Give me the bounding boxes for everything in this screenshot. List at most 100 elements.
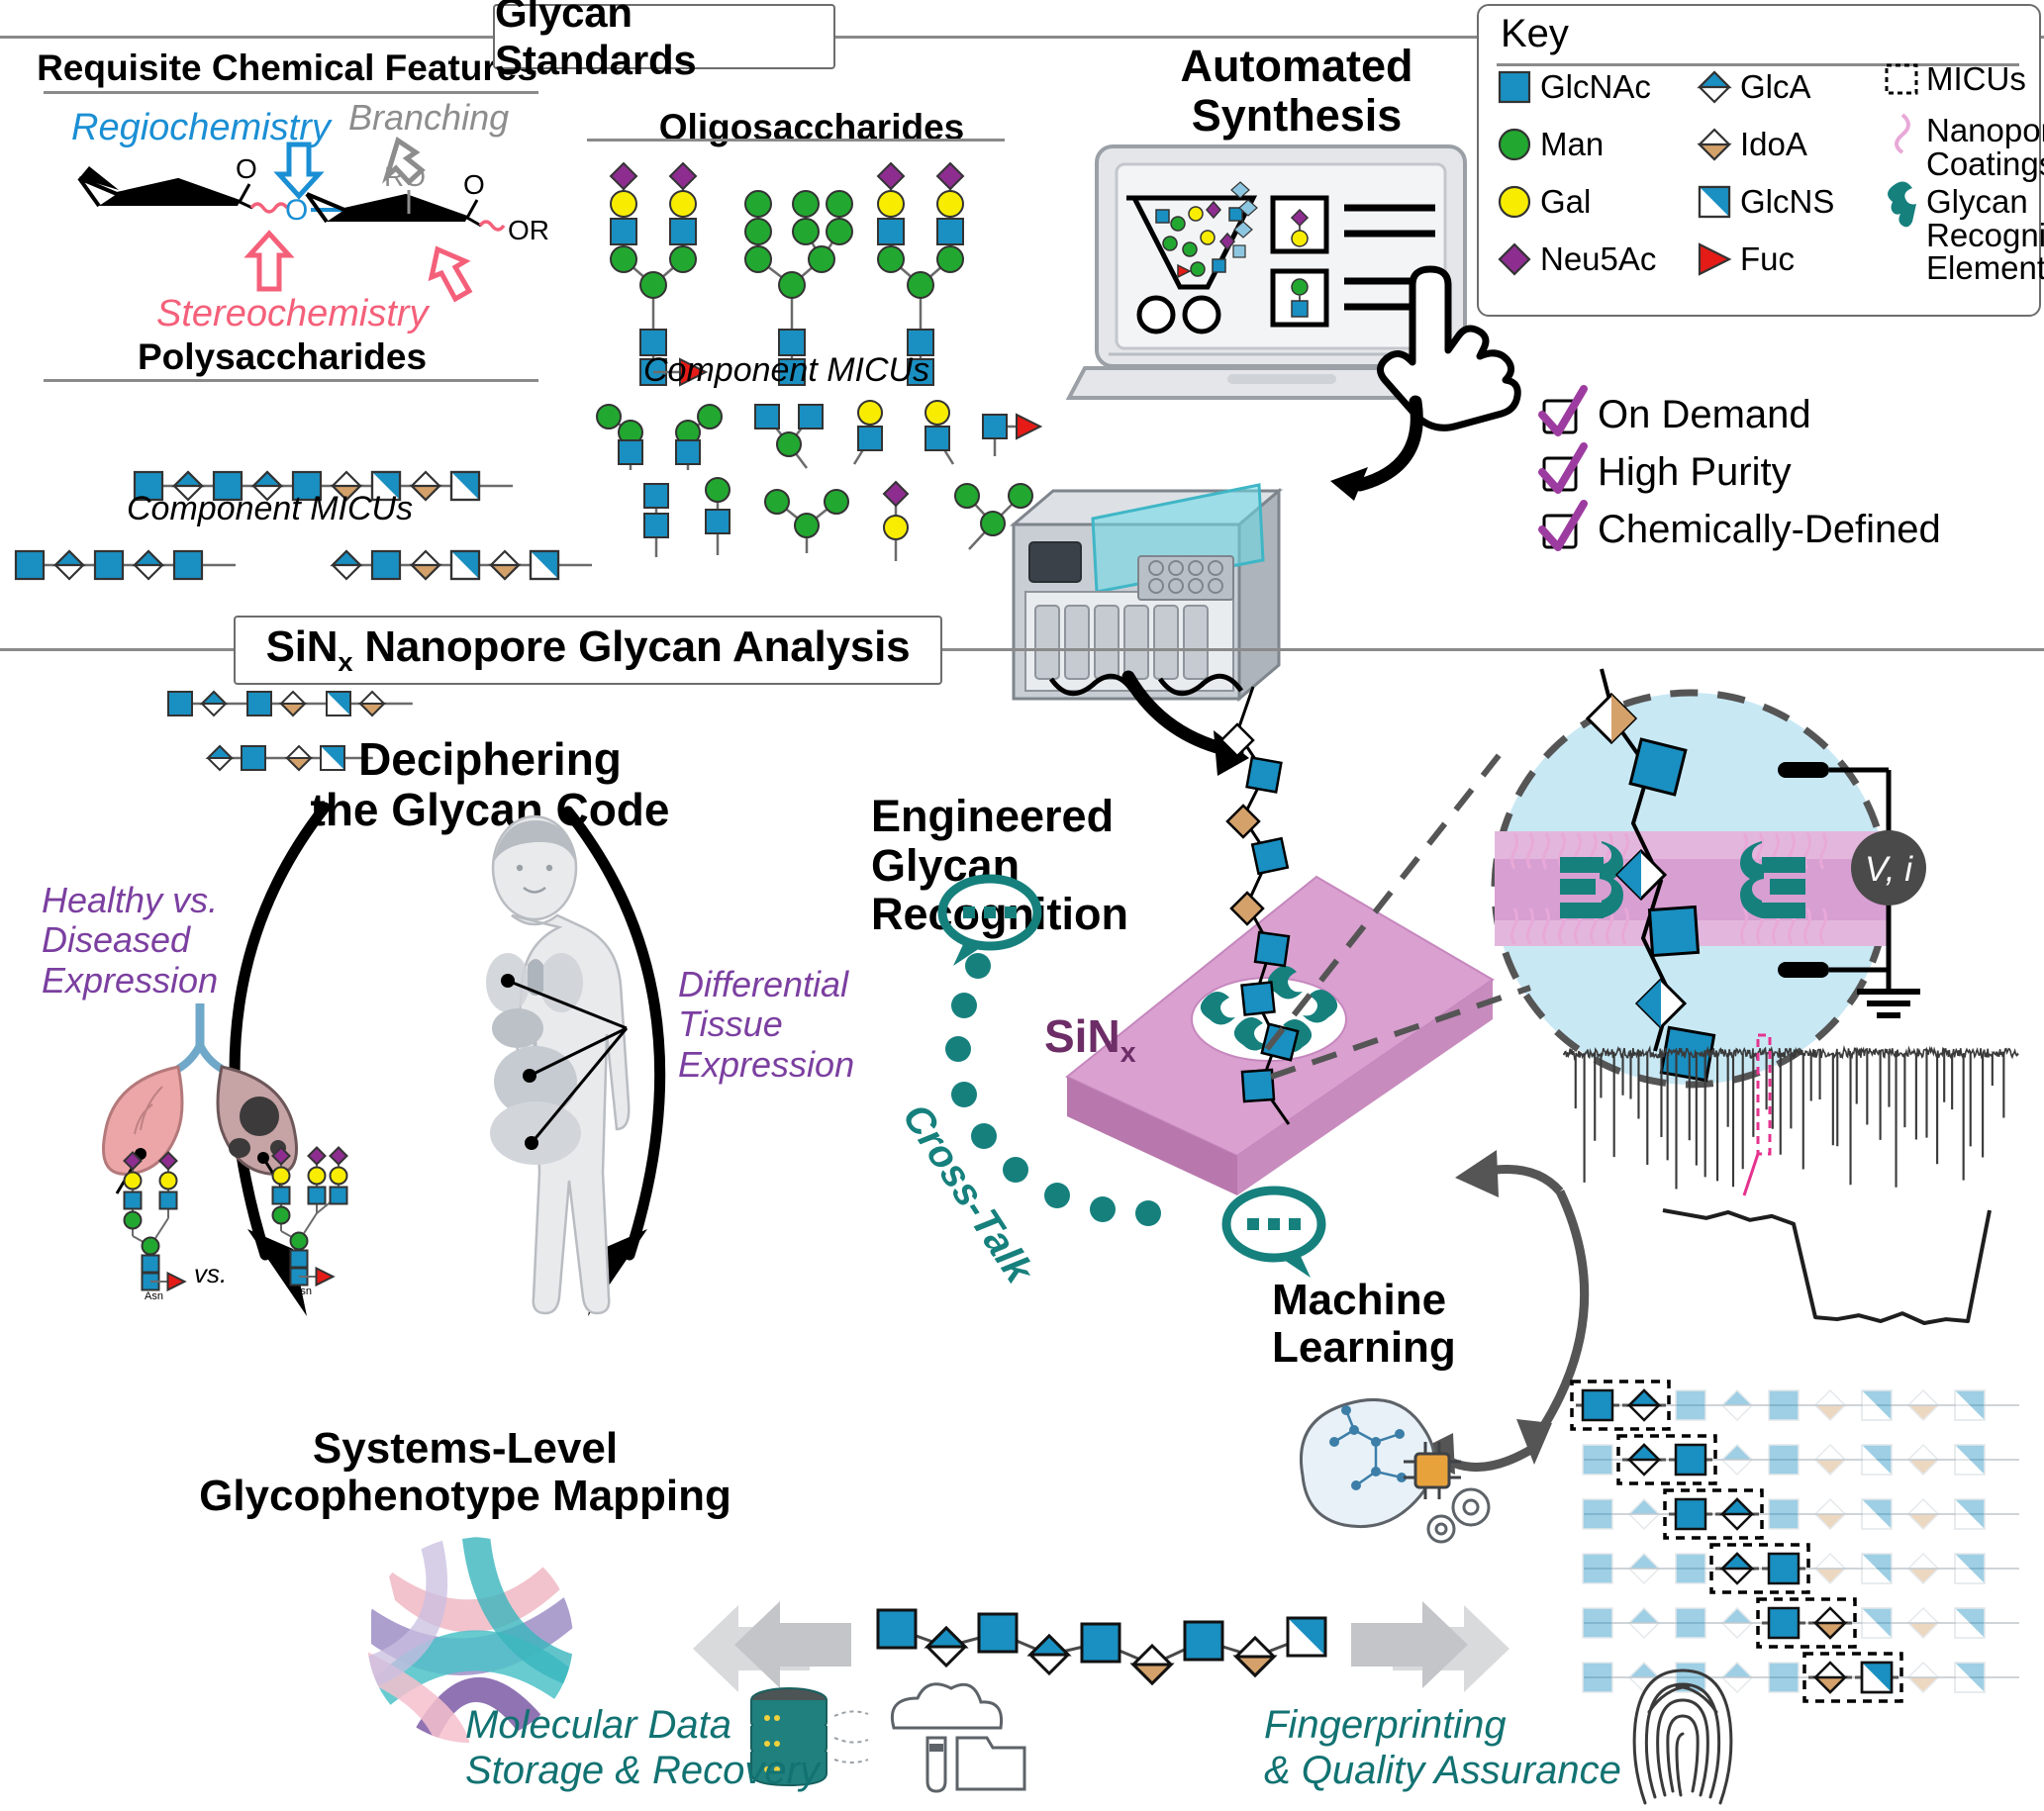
vs-label: vs.: [194, 1259, 228, 1288]
diseased-glycan-structure: Asn: [247, 1138, 356, 1297]
polysaccharide-chain: [129, 463, 525, 509]
oligo-micu-motif: [840, 395, 910, 474]
healthy-vs-diseased-caption: Healthy vs. Diseased Expression: [42, 880, 219, 1001]
key-item-label: Glycan Recognition Elements: [1926, 183, 2044, 287]
bottom-divider: [0, 648, 2044, 651]
polysaccharide-micu: [243, 683, 343, 724]
idoa-icon: [1695, 125, 1738, 164]
gal-icon: [1495, 182, 1538, 222]
oligo-micu-motif: [945, 482, 1054, 561]
polysaccharide-chains: [0, 386, 592, 584]
molecular-data-caption: Molecular Data Storage & Recovery: [465, 1703, 820, 1793]
bottom-glycan-chain: [871, 1593, 1346, 1712]
key-item-man: Man: [1495, 125, 1605, 164]
nanopore-zoom-inset: V, i: [1485, 668, 1960, 1098]
checkbox-checked-icon[interactable]: [1536, 500, 1590, 557]
checklist-item-on-demand[interactable]: On Demand: [1536, 385, 1933, 443]
checklist-item-label: Chemically-Defined: [1598, 507, 1941, 551]
regiochemistry-label: Regiochemistry: [71, 107, 331, 148]
checklist-item-label: On Demand: [1598, 392, 1811, 436]
polysaccharide-micu: [163, 683, 264, 724]
polysaccharide-micus: [0, 386, 574, 772]
key-item-label: MICUs: [1926, 60, 2026, 97]
arrow-laptop-to-synthesizer: [1277, 395, 1435, 524]
oligosaccharide-high-mannose: [723, 148, 861, 386]
differential-tissue-caption: Differential Tissue Expression: [678, 964, 855, 1085]
glycan-standards-banner: Glycan Standards: [493, 0, 835, 83]
trace-svg: [1563, 1033, 2019, 1196]
key-item-gal: Gal: [1495, 182, 1592, 222]
key-item-label: Nanopore Coatings: [1926, 112, 2044, 182]
sinx-membrane-subscript: x: [1119, 1037, 1136, 1070]
healthy-glycan-structure: Asn: [99, 1143, 208, 1302]
glcnac-icon: [1495, 67, 1538, 107]
key-title: Key: [1501, 12, 1569, 55]
oligosaccharides-title: Oligosaccharides: [604, 107, 1020, 148]
machine-learning-title: Machine Learning: [1272, 1276, 1456, 1373]
polysaccharide-chain: [327, 542, 604, 588]
fuc-icon: [1695, 239, 1738, 279]
fingerprint-icon: [1623, 1663, 1742, 1811]
key-item-micus: MICUs: [1881, 59, 2026, 99]
polysaccharide-micu-caption: Component MICUs: [127, 490, 414, 527]
nanopore-coatings-icon: [1881, 111, 1924, 156]
ai-brain-icon: [1277, 1381, 1505, 1559]
checkbox-checked-icon[interactable]: [1536, 442, 1590, 500]
key-item-label: GlcNAc: [1540, 68, 1651, 105]
synthesis-checklist: On Demand High Purity Chemically-Defined: [1536, 385, 1941, 558]
deciphering-title: Deciphering the Glycan Code: [310, 733, 670, 835]
sugar-linkage-svg: O O O RO OR: [77, 137, 549, 303]
blockade-event-zoom: [1662, 1202, 1992, 1331]
key-item-label: IdoA: [1740, 126, 1807, 162]
human-body-illustration: [391, 814, 678, 1371]
polysaccharide-chain: [10, 542, 247, 588]
requisite-diagram: O O O RO OR: [30, 99, 564, 317]
oligo-micu-motif: [690, 472, 759, 566]
glcns-icon: [1695, 182, 1738, 222]
sinx-membrane-slab: [950, 686, 1505, 1195]
cross-talk-arc: [930, 950, 1307, 1277]
key-item-glcns: GlcNS: [1695, 182, 1835, 222]
polysaccharide-micu: [203, 737, 304, 779]
fingerprinting-caption: Fingerprinting & Quality Assurance: [1264, 1703, 1621, 1793]
oligosaccharides-rule: [587, 139, 1005, 142]
key-item-label: GlcNS: [1740, 183, 1835, 220]
ionic-current-trace: [1563, 1029, 2019, 1227]
man-icon: [1495, 125, 1538, 164]
checkbox-checked-icon[interactable]: [1536, 385, 1590, 442]
requisite-title-label: Requisite Chemical Features: [37, 48, 537, 88]
checklist-item-high-purity[interactable]: High Purity: [1536, 442, 1933, 501]
oligo-micu-motif: [755, 486, 864, 565]
checklist-item-chemically-defined[interactable]: Chemically-Defined: [1536, 500, 1941, 558]
o-left-label: O: [236, 153, 257, 184]
oligo-micu-motif: [745, 399, 840, 478]
key-item-idoa: IdoA: [1695, 125, 1807, 164]
electrode-meter-label: V, i: [1865, 850, 1913, 889]
data-storage-icons: [737, 1682, 1034, 1801]
checklist-item-label: High Purity: [1598, 449, 1792, 494]
laptop-illustration: [1065, 139, 1524, 416]
micus-icon: [1881, 59, 1924, 99]
branching-label: Branching: [348, 97, 510, 138]
polysaccharide-micu: [282, 737, 383, 779]
key-item-label: Fuc: [1740, 240, 1796, 277]
key-item-neu5ac: Neu5Ac: [1495, 239, 1656, 279]
oligo-micu-motif: [868, 476, 937, 570]
key-item-label: Gal: [1540, 183, 1592, 220]
chord-diagram: [351, 1529, 589, 1757]
oligo-micu-motif: [908, 395, 977, 474]
sinx-membrane-label: SiNx: [1044, 1010, 1136, 1070]
grey-arrows-left: [683, 1593, 881, 1702]
key-item-label: Man: [1540, 126, 1605, 162]
engineered-recognition-title: Engineered Glycan Recognition: [871, 791, 1128, 939]
oligo-micu-motif: [666, 395, 745, 474]
key-item-glcnac: GlcNAc: [1495, 67, 1651, 107]
key-item-fuc: Fuc: [1695, 239, 1796, 279]
synthesizer-instrument: [990, 465, 1307, 713]
requisite-rule: [44, 91, 538, 94]
o-center-label: O: [285, 194, 308, 227]
stereochemistry-label: Stereochemistry: [156, 293, 429, 334]
oligosaccharide-micu-caption: Component MICUs: [643, 351, 930, 389]
or-label: OR: [508, 215, 549, 245]
automated-synthesis-title: Automated Synthesis: [1180, 41, 1413, 141]
